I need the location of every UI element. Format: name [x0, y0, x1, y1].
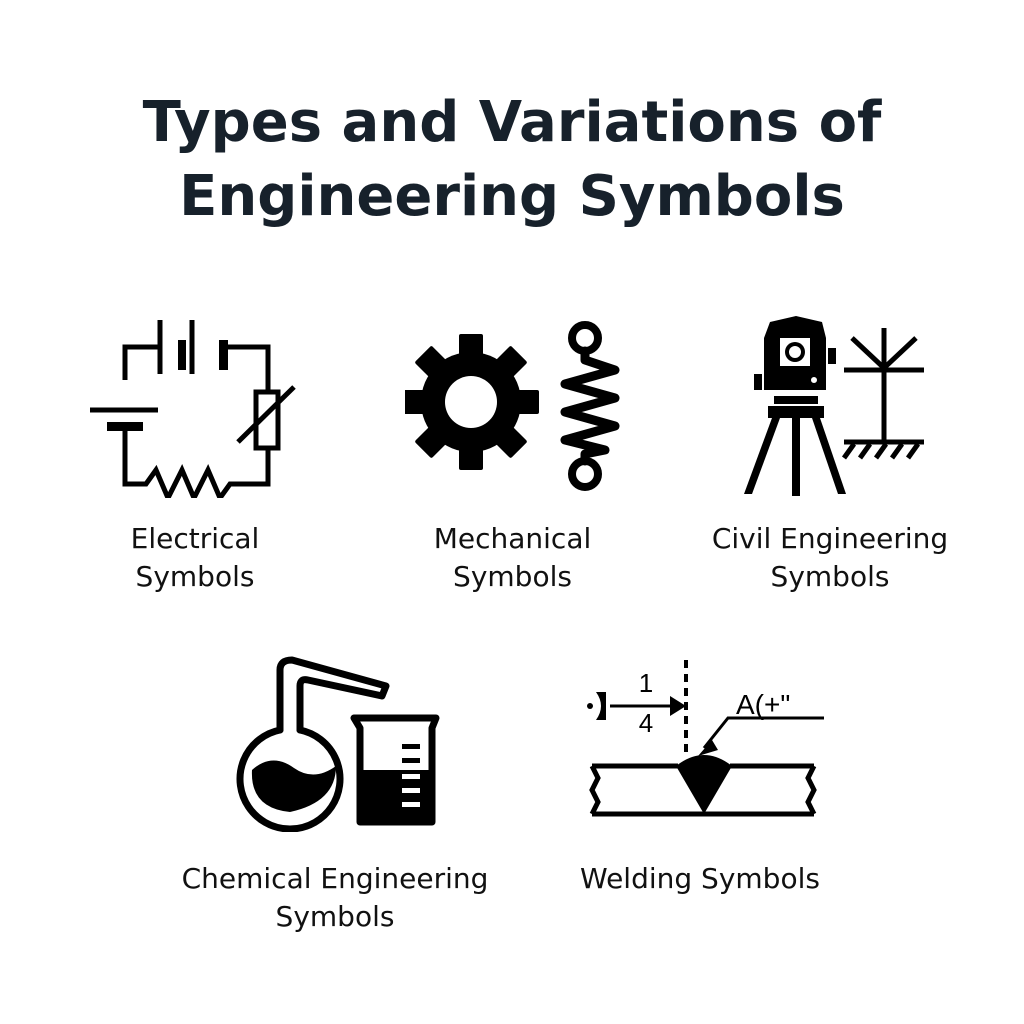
gear-and-spring-icon — [405, 321, 620, 491]
reference-text: A(+" — [736, 689, 790, 720]
label-line-1: Chemical Engineering — [181, 862, 489, 895]
label-line-1: Civil Engineering — [711, 522, 949, 555]
label-line-2: Symbols — [135, 560, 255, 593]
circuit-diagram-icon — [90, 320, 296, 498]
fraction-bottom: 4 — [639, 708, 653, 738]
title-line-1: Types and Variations of — [142, 90, 882, 155]
label-line-1: Welding Symbols — [580, 862, 820, 895]
page-title: Types and Variations of Engineering Symb… — [0, 86, 1024, 234]
label-line-2: Symbols — [453, 560, 572, 593]
category-label: Mechanical Symbols — [410, 520, 615, 596]
label-line-2: Symbols — [770, 560, 890, 593]
theodolite-and-benchmark-icon — [744, 316, 924, 496]
flask-and-beaker-icon — [236, 656, 440, 832]
category-label: Electrical Symbols — [95, 520, 295, 596]
title-line-2: Engineering Symbols — [179, 164, 845, 229]
category-label: Chemical Engineering Symbols — [165, 860, 505, 936]
category-label: Welding Symbols — [560, 860, 840, 898]
label-line-2: Symbols — [275, 900, 395, 933]
label-line-1: Mechanical — [433, 522, 592, 555]
weld-joint-icon: 1 4 A(+" — [587, 660, 824, 817]
fraction-top: 1 — [639, 668, 653, 698]
label-line-1: Electrical — [130, 522, 260, 555]
category-label: Civil Engineering Symbols — [700, 520, 960, 596]
